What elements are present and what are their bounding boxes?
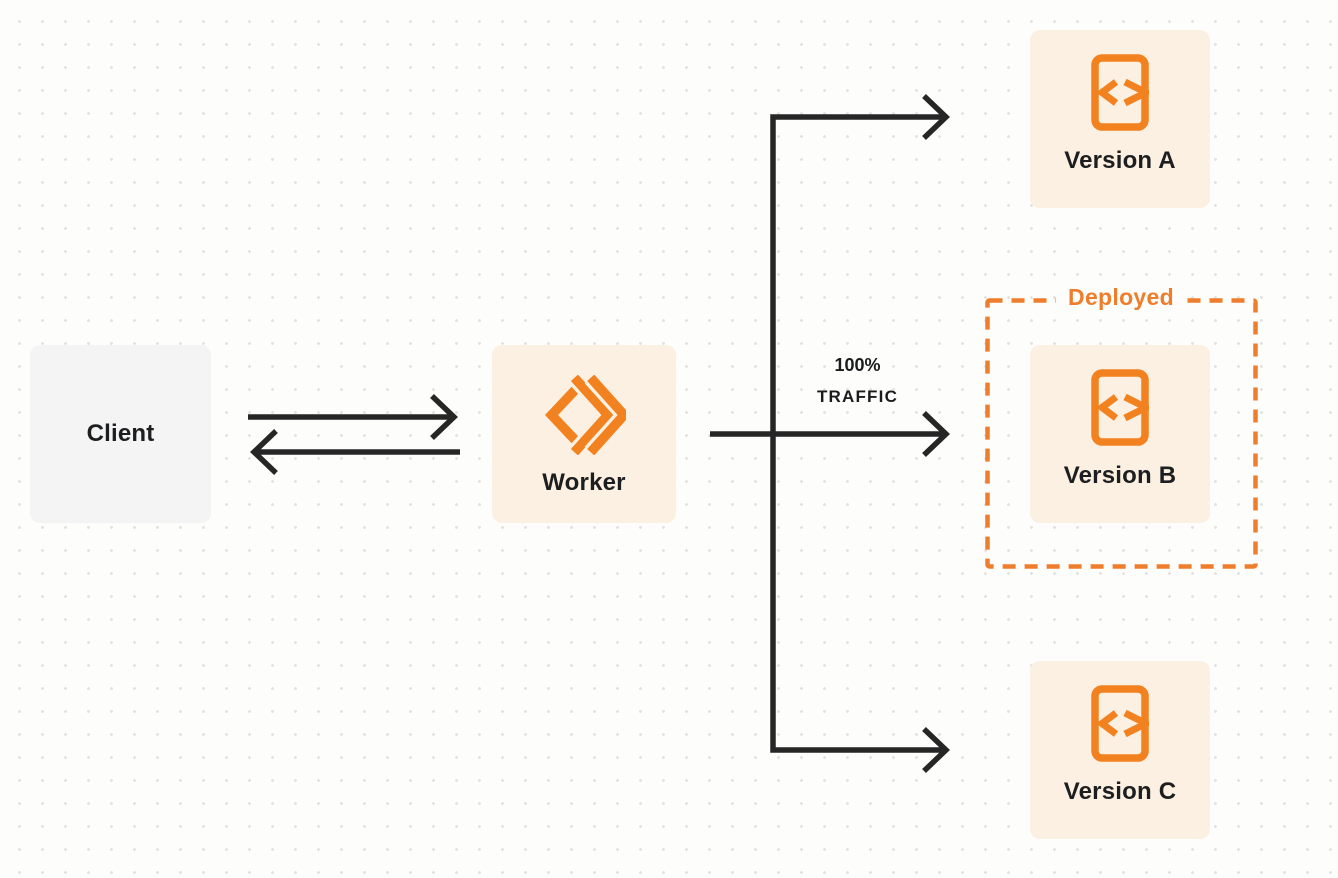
branch-trunk (770, 114, 944, 753)
deployed-label: Deployed (1056, 283, 1186, 311)
top-branch-arrow-head (922, 94, 950, 140)
client-node: Client (30, 345, 211, 523)
code-file-icon (1091, 369, 1149, 446)
bottom-branch-arrow-head (922, 727, 950, 773)
traffic-word: TRAFFIC (816, 387, 899, 406)
request-arrow-head (430, 394, 458, 440)
version-b-label: Version B (1063, 462, 1177, 489)
cloudflare-worker-icon (544, 375, 626, 455)
traffic-percent: 100% (834, 355, 881, 375)
response-arrow-head (250, 429, 278, 475)
version-b-node: Version B (1030, 345, 1210, 523)
code-file-icon (1091, 54, 1149, 131)
version-a-node: Version A (1030, 30, 1210, 208)
version-c-label: Version C (1063, 778, 1177, 805)
client-label: Client (86, 420, 155, 447)
code-file-icon (1091, 685, 1149, 762)
traffic-label: 100% TRAFFIC (780, 349, 935, 413)
main-traffic-arrow-head (922, 411, 950, 457)
version-c-node: Version C (1030, 661, 1210, 839)
version-a-label: Version A (1064, 147, 1176, 174)
worker-node: Worker (492, 345, 676, 523)
worker-label: Worker (542, 469, 626, 496)
